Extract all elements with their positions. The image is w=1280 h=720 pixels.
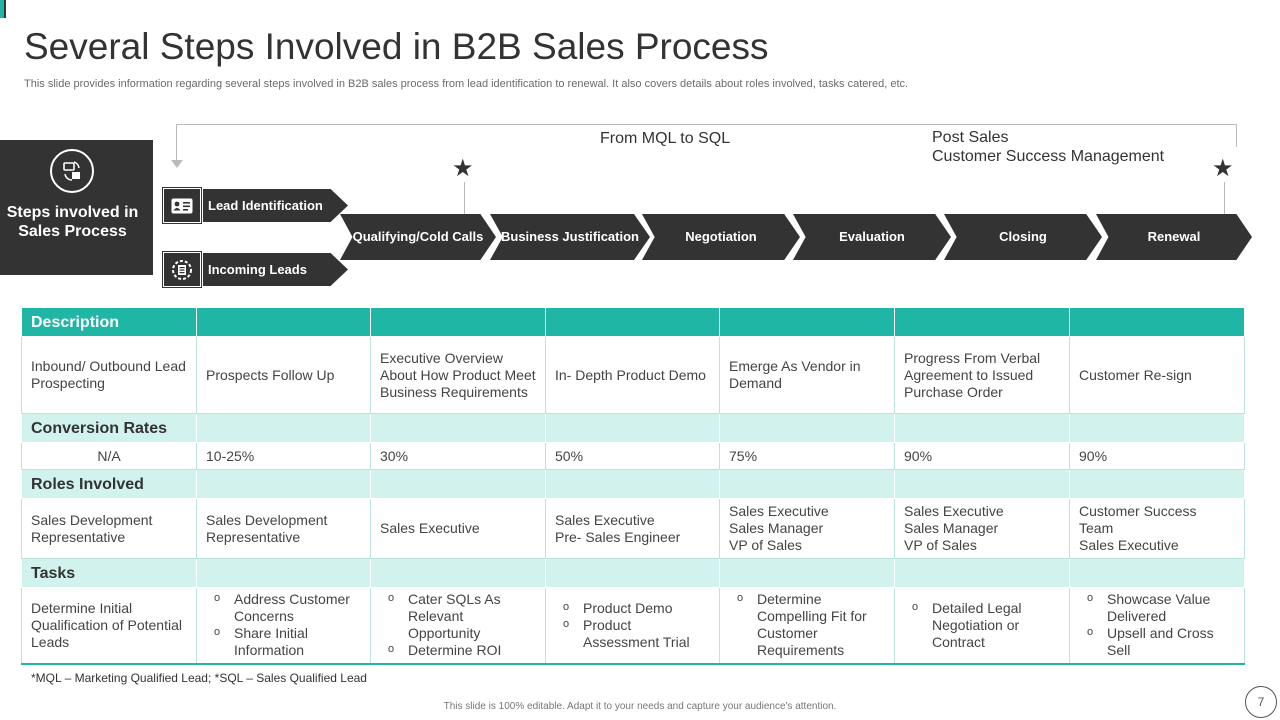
table-row: Inbound/ Outbound Lead Prospecting Prosp… bbox=[21, 336, 1245, 414]
mql-bracket bbox=[176, 124, 1237, 147]
lead-identification-tag: Lead Identification bbox=[163, 188, 348, 223]
table-cell: Determine Compelling Fit for Customer Re… bbox=[719, 587, 895, 665]
mql-to-sql-label: From MQL to SQL bbox=[600, 130, 731, 147]
bullet-list: Cater SQLs As Relevant OpportunityDeterm… bbox=[380, 590, 536, 659]
section-title: Conversion Rates bbox=[21, 413, 197, 443]
bullet-list: Showcase Value DeliveredUpsell and Cross… bbox=[1079, 590, 1235, 659]
table-cell: 75% bbox=[719, 442, 895, 470]
table-cell: N/A bbox=[21, 442, 197, 470]
gear-document-icon bbox=[163, 252, 201, 287]
table-cell: Emerge As Vendor in Demand bbox=[719, 336, 895, 414]
table-cell: Inbound/ Outbound Lead Prospecting bbox=[21, 336, 197, 414]
lead-identification-label: Lead Identification bbox=[203, 189, 348, 222]
section-title: Description bbox=[21, 307, 197, 337]
table-cell: Cater SQLs As Relevant OpportunityDeterm… bbox=[370, 587, 546, 665]
stage-chevron: Negotiation bbox=[642, 214, 800, 260]
post-sales-line-2: Customer Success Management bbox=[932, 148, 1165, 165]
bullet-list: Product DemoProduct Assessment Trial bbox=[555, 599, 710, 651]
table-cell: Detailed Legal Negotiation or Contract bbox=[894, 587, 1070, 665]
incoming-leads-label: Incoming Leads bbox=[203, 253, 348, 286]
section-header-row: Tasks bbox=[21, 558, 1245, 588]
section-title: Tasks bbox=[21, 558, 197, 588]
steps-box: Steps involved in Sales Process bbox=[0, 140, 153, 275]
bullet-list: Determine Compelling Fit for Customer Re… bbox=[729, 590, 885, 659]
page-number: 7 bbox=[1245, 686, 1277, 718]
table-cell: 50% bbox=[545, 442, 720, 470]
table-cell: Product DemoProduct Assessment Trial bbox=[545, 587, 720, 665]
table-cell: 10-25% bbox=[196, 442, 371, 470]
star-icon: ★ bbox=[452, 155, 474, 182]
table-cell: 90% bbox=[1069, 442, 1245, 470]
footer-text: This slide is 100% editable. Adapt it to… bbox=[443, 701, 837, 712]
section-header-row: Conversion Rates bbox=[21, 413, 1245, 443]
table-cell: 30% bbox=[370, 442, 546, 470]
table-row: Determine Initial Qualification of Poten… bbox=[21, 587, 1245, 665]
process-icon bbox=[50, 149, 94, 193]
star-connector bbox=[1224, 182, 1225, 214]
table-row: N/A 10-25% 30% 50% 75% 90% 90% bbox=[21, 442, 1245, 470]
table-cell: Prospects Follow Up bbox=[196, 336, 371, 414]
table-cell: 90% bbox=[894, 442, 1070, 470]
accent-bar-dark bbox=[4, 0, 6, 18]
incoming-leads-tag: Incoming Leads bbox=[163, 252, 348, 287]
table-cell: Determine Initial Qualification of Poten… bbox=[21, 587, 197, 665]
stage-chevron: Business Justification bbox=[490, 214, 650, 260]
table-cell: Address Customer ConcernsShare Initial I… bbox=[196, 587, 371, 665]
table-cell: Customer Re-sign bbox=[1069, 336, 1245, 414]
stage-chevron: Closing bbox=[944, 214, 1102, 260]
section-title: Roles Involved bbox=[21, 469, 197, 499]
post-sales-line-1: Post Sales bbox=[932, 129, 1009, 146]
star-icon: ★ bbox=[1212, 155, 1234, 182]
process-table: Description Inbound/ Outbound Lead Prosp… bbox=[21, 307, 1245, 665]
page-title: Several Steps Involved in B2B Sales Proc… bbox=[24, 26, 769, 67]
post-sales-label: Post Sales Customer Success Management bbox=[932, 128, 1164, 166]
bracket-arrow-icon bbox=[171, 160, 183, 168]
accent-bar bbox=[0, 0, 4, 18]
page-subtitle: This slide provides information regardin… bbox=[24, 78, 909, 90]
section-header-row: Description bbox=[21, 307, 1245, 337]
bracket-connector bbox=[176, 146, 177, 160]
stage-chevron: Renewal bbox=[1096, 214, 1252, 260]
table-cell: Showcase Value DeliveredUpsell and Cross… bbox=[1069, 587, 1245, 665]
footnote: *MQL – Marketing Qualified Lead; *SQL – … bbox=[31, 671, 367, 685]
table-cell: Executive Overview About How Product Mee… bbox=[370, 336, 546, 414]
section-header-row: Roles Involved bbox=[21, 469, 1245, 499]
stage-chevron: Qualifying/Cold Calls bbox=[340, 214, 496, 260]
bullet-list: Detailed Legal Negotiation or Contract bbox=[904, 599, 1060, 651]
table-cell: Progress From Verbal Agreement to Issued… bbox=[894, 336, 1070, 414]
bullet-list: Address Customer ConcernsShare Initial I… bbox=[206, 590, 361, 659]
stage-chevron: Evaluation bbox=[793, 214, 951, 260]
table-cell: In- Depth Product Demo bbox=[545, 336, 720, 414]
table-cell: Sales Executive bbox=[370, 498, 546, 559]
steps-label: Steps involved in Sales Process bbox=[6, 204, 139, 240]
id-card-icon bbox=[163, 188, 201, 223]
star-connector bbox=[464, 182, 465, 214]
